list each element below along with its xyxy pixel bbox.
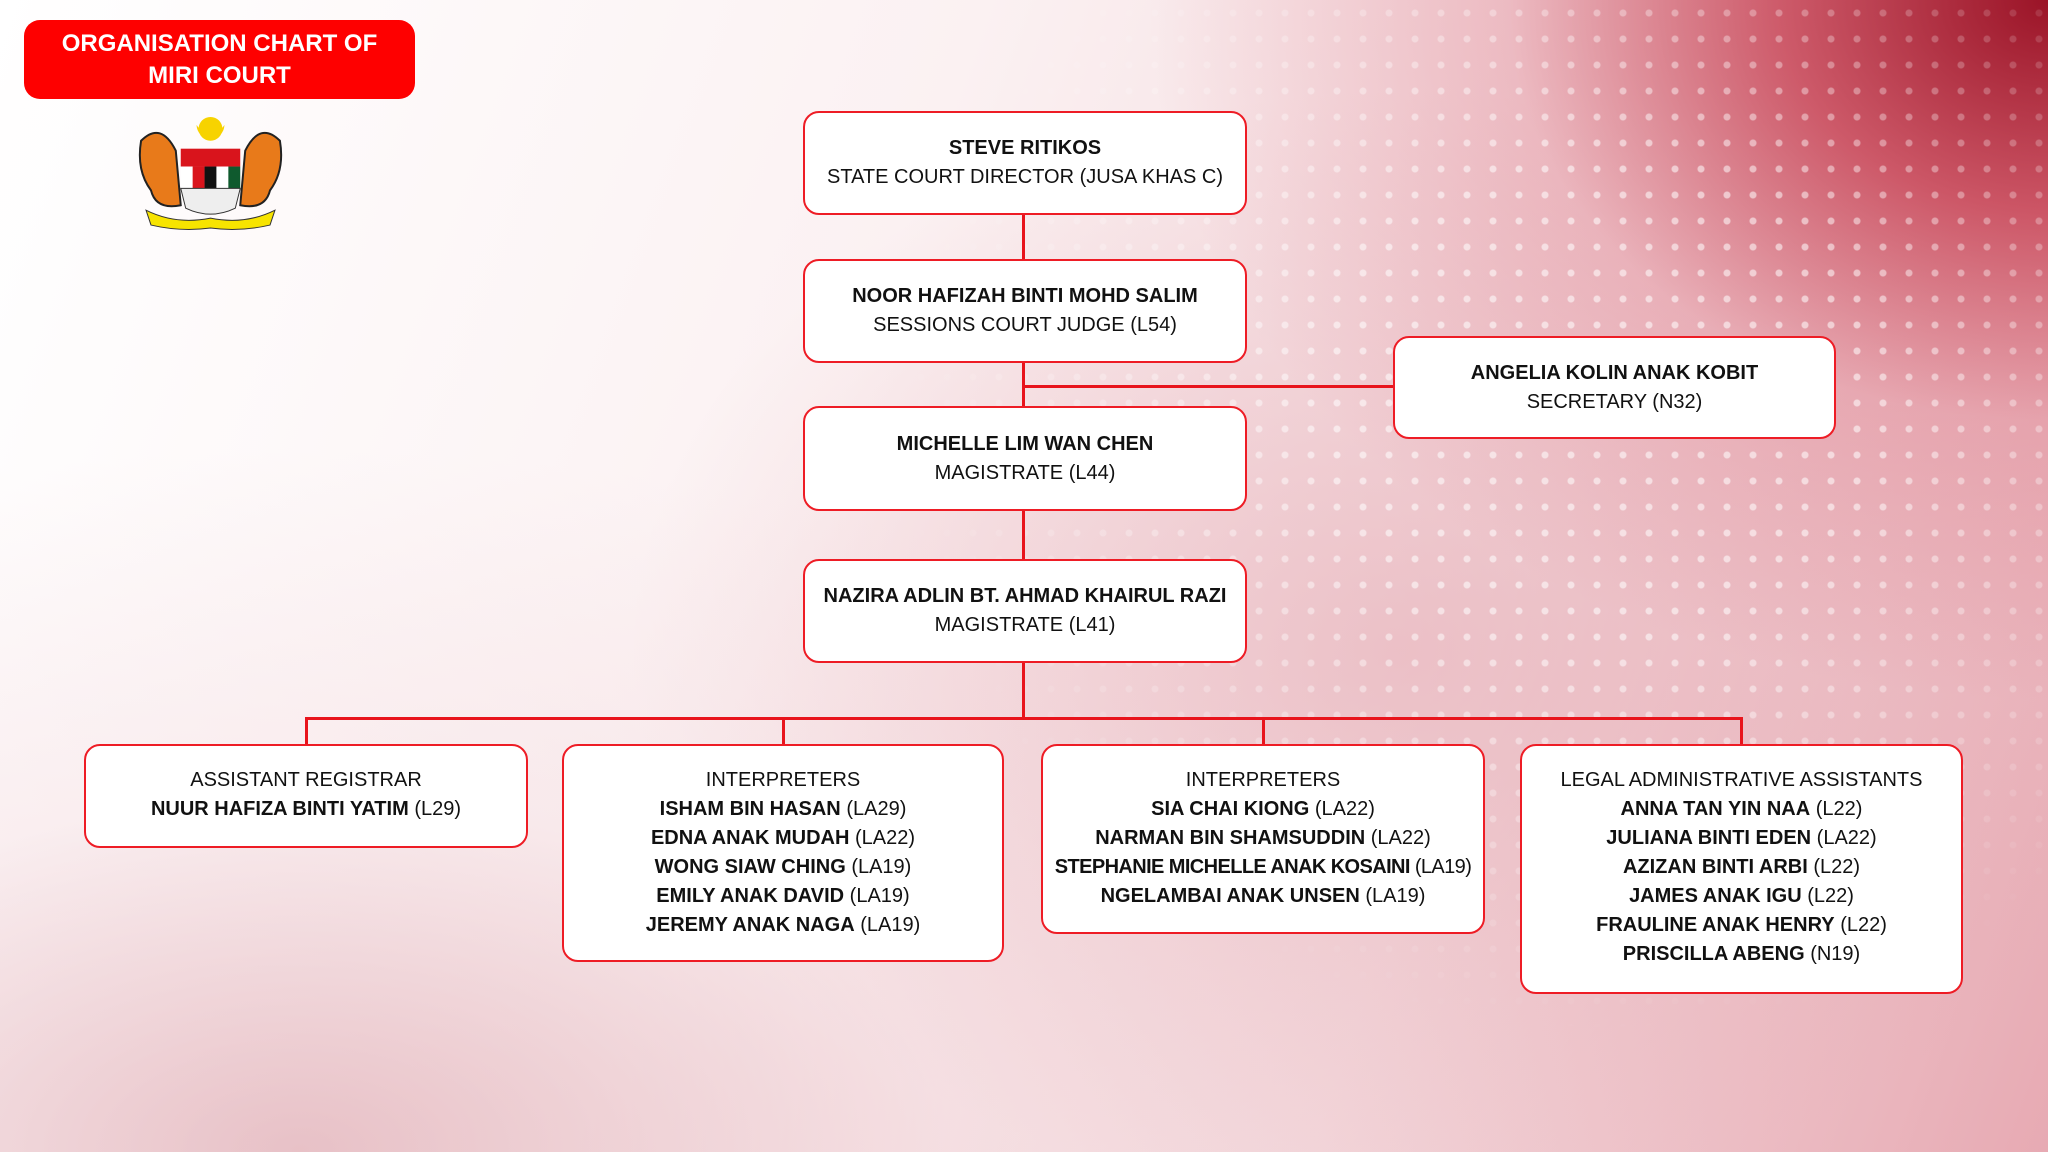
- member-row: STEPHANIE MICHELLE ANAK KOSAINI (LA19): [1055, 853, 1472, 882]
- connector-line: [305, 717, 308, 745]
- member-name: STEPHANIE MICHELLE ANAK KOSAINI: [1054, 856, 1411, 878]
- connector-line: [782, 717, 785, 745]
- group-heading: INTERPRETERS: [1185, 769, 1341, 791]
- node-title: STATE COURT DIRECTOR (JUSA KHAS C): [827, 166, 1223, 188]
- member-row: NARMAN BIN SHAMSUDDIN (LA22): [1095, 824, 1431, 853]
- member-row: EDNA ANAK MUDAH (LA22): [651, 824, 915, 853]
- connector-line: [1022, 215, 1025, 259]
- member-name: JULIANA BINTI EDEN: [1606, 827, 1812, 849]
- node-title: SECRETARY (N32): [1526, 390, 1703, 413]
- group-heading: LEGAL ADMINISTRATIVE ASSISTANTS: [1560, 769, 1923, 791]
- member-row: EMILY ANAK DAVID (LA19): [656, 882, 909, 911]
- group-interpreters-1: INTERPRETERS ISHAM BIN HASAN (LA29) EDNA…: [562, 744, 1004, 962]
- member-grade: (LA19): [1414, 856, 1472, 878]
- node-name: NAZIRA ADLIN BT. AHMAD KHAIRUL RAZI: [823, 585, 1227, 607]
- node-magistrate-l41: NAZIRA ADLIN BT. AHMAD KHAIRUL RAZI MAGI…: [803, 559, 1247, 663]
- member-name: NUUR HAFIZA BINTI YATIM: [150, 798, 409, 820]
- member-name: ISHAM BIN HASAN: [659, 798, 841, 820]
- chart-title-banner: ORGANISATION CHART OF MIRI COURT: [24, 20, 415, 99]
- member-grade: (LA19): [851, 856, 912, 878]
- title-line-1: ORGANISATION CHART OF: [61, 29, 378, 57]
- connector-bus: [305, 717, 1743, 720]
- connector-line: [1022, 511, 1025, 559]
- member-row: ANNA TAN YIN NAA (L22): [1621, 795, 1863, 824]
- member-name: PRISCILLA ABENG: [1622, 943, 1805, 965]
- member-row: NGELAMBAI ANAK UNSEN (LA19): [1101, 882, 1426, 911]
- member-grade: (LA19): [860, 914, 921, 936]
- member-grade: (L22): [1815, 798, 1863, 820]
- member-grade: (LA22): [1314, 798, 1375, 820]
- member-name: JAMES ANAK IGU: [1629, 885, 1802, 907]
- member-name: WONG SIAW CHING: [654, 856, 846, 878]
- member-name: NARMAN BIN SHAMSUDDIN: [1095, 827, 1366, 849]
- connector-line: [1262, 717, 1265, 745]
- group-heading: INTERPRETERS: [705, 769, 861, 791]
- group-legal-administrative-assistants: LEGAL ADMINISTRATIVE ASSISTANTS ANNA TAN…: [1520, 744, 1963, 994]
- member-grade: (L22): [1840, 914, 1887, 936]
- coat-of-arms-emblem: [138, 116, 283, 230]
- member-name: NGELAMBAI ANAK UNSEN: [1100, 885, 1360, 907]
- node-state-court-director: STEVE RITIKOS STATE COURT DIRECTOR (JUSA…: [803, 111, 1247, 215]
- member-grade: (L22): [1807, 885, 1854, 907]
- member-name: EMILY ANAK DAVID: [656, 885, 845, 907]
- member-grade: (LA22): [1816, 827, 1877, 849]
- member-name: FRAULINE ANAK HENRY: [1596, 914, 1835, 936]
- member-row: JEREMY ANAK NAGA (LA19): [646, 911, 921, 940]
- node-name: NOOR HAFIZAH BINTI MOHD SALIM: [852, 285, 1198, 307]
- member-grade: (LA29): [846, 798, 907, 820]
- member-grade: (LA19): [849, 885, 910, 907]
- member-row: SIA CHAI KIONG (LA22): [1151, 795, 1375, 824]
- connector-line: [1740, 717, 1743, 745]
- member-grade: (LA19): [1365, 885, 1426, 907]
- connector-line-secretary: [1022, 385, 1394, 388]
- node-name: ANGELIA KOLIN ANAK KOBIT: [1470, 361, 1759, 384]
- member-grade: (N19): [1810, 943, 1861, 965]
- member-row: NUUR HAFIZA BINTI YATIM (L29): [151, 795, 461, 824]
- connector-line: [1022, 663, 1025, 719]
- member-name: EDNA ANAK MUDAH: [650, 827, 850, 849]
- member-row: PRISCILLA ABENG (N19): [1623, 940, 1860, 969]
- member-name: ANNA TAN YIN NAA: [1620, 798, 1811, 820]
- member-row: JULIANA BINTI EDEN (LA22): [1606, 824, 1876, 853]
- group-interpreters-2: INTERPRETERS SIA CHAI KIONG (LA22) NARMA…: [1041, 744, 1485, 934]
- node-title: MAGISTRATE (L41): [934, 614, 1116, 636]
- node-magistrate-l44: MICHELLE LIM WAN CHEN MAGISTRATE (L44): [803, 406, 1247, 511]
- member-grade: (LA22): [855, 827, 916, 849]
- group-heading: ASSISTANT REGISTRAR: [190, 769, 422, 791]
- member-grade: (L22): [1813, 856, 1861, 878]
- node-sessions-court-judge: NOOR HAFIZAH BINTI MOHD SALIM SESSIONS C…: [803, 259, 1247, 363]
- node-title: MAGISTRATE (L44): [934, 461, 1116, 484]
- member-row: WONG SIAW CHING (LA19): [655, 853, 912, 882]
- node-secretary: ANGELIA KOLIN ANAK KOBIT SECRETARY (N32): [1393, 336, 1836, 439]
- node-name: MICHELLE LIM WAN CHEN: [896, 432, 1154, 455]
- member-grade: (LA22): [1370, 827, 1431, 849]
- member-row: FRAULINE ANAK HENRY (L22): [1596, 911, 1887, 940]
- member-grade: (L29): [414, 798, 462, 820]
- connector-line: [1022, 363, 1025, 406]
- member-row: JAMES ANAK IGU (L22): [1629, 882, 1854, 911]
- member-name: SIA CHAI KIONG: [1151, 798, 1310, 820]
- member-row: AZIZAN BINTI ARBI (L22): [1623, 853, 1860, 882]
- member-name: JEREMY ANAK NAGA: [645, 914, 855, 936]
- title-line-2: MIRI COURT: [148, 61, 291, 89]
- member-row: ISHAM BIN HASAN (LA29): [660, 795, 907, 824]
- node-title: SESSIONS COURT JUDGE (L54): [873, 314, 1177, 336]
- member-name: AZIZAN BINTI ARBI: [1622, 856, 1808, 878]
- node-name: STEVE RITIKOS: [948, 137, 1102, 159]
- group-assistant-registrar: ASSISTANT REGISTRAR NUUR HAFIZA BINTI YA…: [84, 744, 528, 848]
